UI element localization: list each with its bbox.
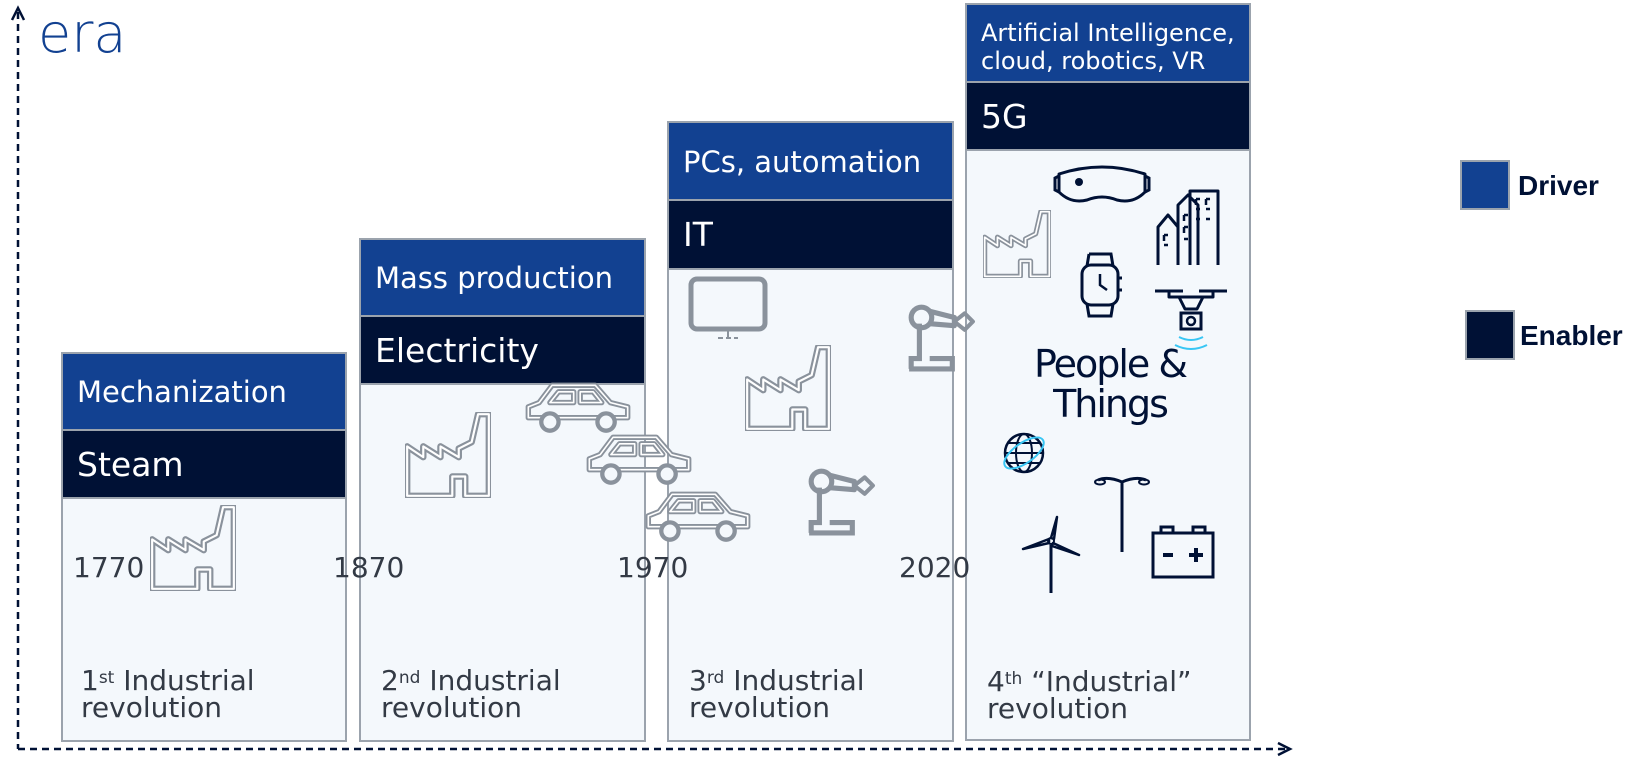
enabler-label: Steam bbox=[77, 444, 184, 484]
drone-icon bbox=[1153, 283, 1229, 363]
enabler-band: 5G bbox=[967, 81, 1249, 151]
legend-label-driver: Driver bbox=[1518, 170, 1599, 201]
legend-swatch-driver bbox=[1460, 160, 1510, 210]
year-label: 1870 bbox=[333, 551, 405, 584]
year-label: 1970 bbox=[617, 551, 689, 584]
enabler-label: Electricity bbox=[375, 330, 539, 370]
factory-icon bbox=[745, 345, 831, 431]
driver-label: Mechanization bbox=[77, 375, 287, 409]
driver-line2: cloud, robotics, VR bbox=[981, 47, 1206, 75]
robot-arm-icon bbox=[905, 301, 977, 373]
car-icon bbox=[524, 381, 632, 435]
revolution-line2: revolution bbox=[81, 691, 222, 724]
era-panel-1: Mechanization Steam 1st Industrial revol… bbox=[61, 352, 347, 742]
car-icon bbox=[644, 490, 752, 544]
y-axis-label: era bbox=[38, 2, 127, 65]
robot-arm-icon bbox=[805, 465, 877, 537]
driver-band: Artificial Intelligence,cloud, robotics,… bbox=[967, 5, 1249, 82]
revolution-line2: revolution bbox=[689, 691, 830, 724]
revolution-label: 3rd Industrial revolution bbox=[689, 664, 865, 724]
car-icon bbox=[585, 433, 693, 487]
buildings-icon bbox=[1156, 187, 1220, 267]
revolution-line1: Industrial bbox=[429, 664, 561, 697]
revolution-label: 1st Industrial revolution bbox=[81, 664, 255, 724]
ordinal: 4 bbox=[987, 665, 1005, 698]
driver-label: PCs, automation bbox=[683, 144, 922, 179]
center-label-line2: Things bbox=[1053, 382, 1169, 426]
ordinal: 1 bbox=[81, 664, 99, 697]
era-panel-3: PCs, automation IT 3rd Industrial revolu… bbox=[667, 121, 954, 742]
factory-icon bbox=[405, 412, 491, 498]
revolution-line1: Industrial bbox=[123, 664, 255, 697]
driver-label: Mass production bbox=[375, 261, 613, 295]
factory-icon bbox=[150, 505, 236, 591]
legend-label-enabler: Enabler bbox=[1520, 320, 1623, 351]
revolution-line2: revolution bbox=[381, 691, 522, 724]
driver-label: Artificial Intelligence,cloud, robotics,… bbox=[981, 19, 1235, 75]
era-panel-2: Mass production Electricity 2nd Industri… bbox=[359, 238, 646, 742]
year-label: 1770 bbox=[73, 551, 145, 584]
smartwatch-icon bbox=[1079, 252, 1123, 318]
enabler-label: IT bbox=[683, 215, 713, 254]
ordinal-suffix: nd bbox=[398, 668, 421, 688]
ordinal: 3 bbox=[689, 664, 707, 697]
vr-headset-icon bbox=[1053, 164, 1151, 214]
monitor-icon bbox=[688, 276, 768, 344]
ordinal-suffix: th bbox=[1004, 669, 1023, 689]
driver-band: PCs, automation bbox=[669, 123, 952, 200]
legend-swatch-enabler bbox=[1465, 310, 1515, 360]
enabler-band: IT bbox=[669, 199, 952, 270]
year-label: 2020 bbox=[899, 551, 971, 584]
driver-line1: Artificial Intelligence, bbox=[981, 19, 1235, 47]
enabler-band: Steam bbox=[63, 429, 345, 499]
revolution-line2: revolution bbox=[987, 692, 1128, 725]
revolution-label: 2nd Industrial revolution bbox=[381, 664, 561, 724]
globe-icon bbox=[1000, 429, 1048, 477]
center-label: People &Things bbox=[1010, 344, 1210, 424]
enabler-band: Electricity bbox=[361, 315, 644, 385]
factory-icon bbox=[983, 210, 1051, 278]
street-lamp-icon bbox=[1094, 474, 1150, 554]
driver-band: Mechanization bbox=[63, 354, 345, 430]
driver-band: Mass production bbox=[361, 240, 644, 316]
center-label-line1: People & bbox=[1034, 342, 1188, 386]
ordinal: 2 bbox=[381, 664, 399, 697]
enabler-label: 5G bbox=[981, 96, 1028, 136]
ordinal-suffix: rd bbox=[706, 668, 725, 688]
ordinal-suffix: st bbox=[98, 668, 115, 688]
battery-icon bbox=[1151, 523, 1215, 579]
era-panel-4: Artificial Intelligence,cloud, robotics,… bbox=[965, 3, 1251, 741]
revolution-line1: “Industrial” bbox=[1031, 665, 1192, 698]
wind-turbine-icon bbox=[1019, 515, 1083, 595]
revolution-line1: Industrial bbox=[733, 664, 865, 697]
revolution-label: 4th “Industrial” revolution bbox=[987, 665, 1192, 725]
